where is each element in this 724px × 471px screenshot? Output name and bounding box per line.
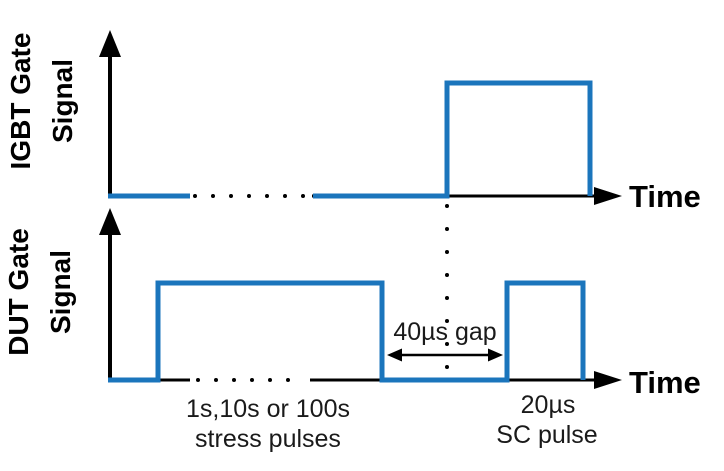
igbt-time-axis-arrowhead-icon (594, 187, 622, 205)
ellipsis-dot (193, 194, 197, 198)
ellipsis-dot (286, 378, 290, 382)
ellipsis-dot (232, 378, 236, 382)
sync-dotted-line (445, 204, 449, 369)
stress-annotation: 1s,10s or 100s stress pulses (186, 395, 350, 453)
ellipsis-dot (247, 194, 251, 198)
dut-ylabel-line1: DUT Gate (3, 228, 34, 356)
dut-time-label: Time (629, 365, 701, 400)
igbt-ylabel-line1: IGBT Gate (5, 33, 36, 170)
signal-trace (313, 80, 593, 199)
dut-panel: Time DUT Gate Signal (3, 208, 701, 400)
ellipsis-dot (283, 194, 287, 198)
ellipsis-dot (445, 273, 449, 277)
ellipsis-dot (265, 194, 269, 198)
ellipsis-dot (445, 204, 449, 208)
igbt-axis-break-dots (193, 194, 305, 198)
ellipsis-dot (211, 194, 215, 198)
gap-annotation: 40µs gap (387, 318, 503, 362)
sc-label-line2: SC pulse (496, 421, 597, 449)
sc-annotation: 20µs SC pulse (496, 391, 597, 449)
gap-arrow-right-head-icon (488, 348, 503, 362)
ellipsis-dot (229, 194, 233, 198)
ellipsis-dot (445, 319, 449, 323)
ellipsis-dot (445, 365, 449, 369)
ellipsis-dot (445, 250, 449, 254)
dut-signal-axis-arrowhead-icon (99, 208, 121, 235)
dut-axis-break-dots (196, 378, 290, 382)
igbt-ylabel-line2: Signal (47, 59, 78, 143)
ellipsis-dot (301, 194, 305, 198)
igbt-signal-axis-arrowhead-icon (99, 30, 121, 57)
stress-label-line2: stress pulses (195, 425, 341, 453)
ellipsis-dot (214, 378, 218, 382)
dut-time-axis-arrowhead-icon (594, 371, 622, 389)
ellipsis-dot (250, 378, 254, 382)
ellipsis-dot (445, 342, 449, 346)
dut-ylabel-line2: Signal (45, 250, 76, 334)
igbt-waveform (108, 80, 593, 199)
stress-label-line1: 1s,10s or 100s (186, 395, 350, 423)
ellipsis-dot (268, 378, 272, 382)
igbt-panel: Time IGBT Gate Signal (5, 30, 701, 214)
igbt-time-label: Time (629, 179, 701, 214)
ellipsis-dot (196, 378, 200, 382)
ellipsis-dot (445, 227, 449, 231)
sc-label-line1: 20µs (521, 391, 576, 419)
gap-label: 40µs gap (393, 318, 496, 346)
gap-arrow-left-head-icon (387, 348, 402, 362)
signal-trace (108, 280, 586, 383)
dut-waveform (108, 280, 586, 383)
ellipsis-dot (445, 296, 449, 300)
